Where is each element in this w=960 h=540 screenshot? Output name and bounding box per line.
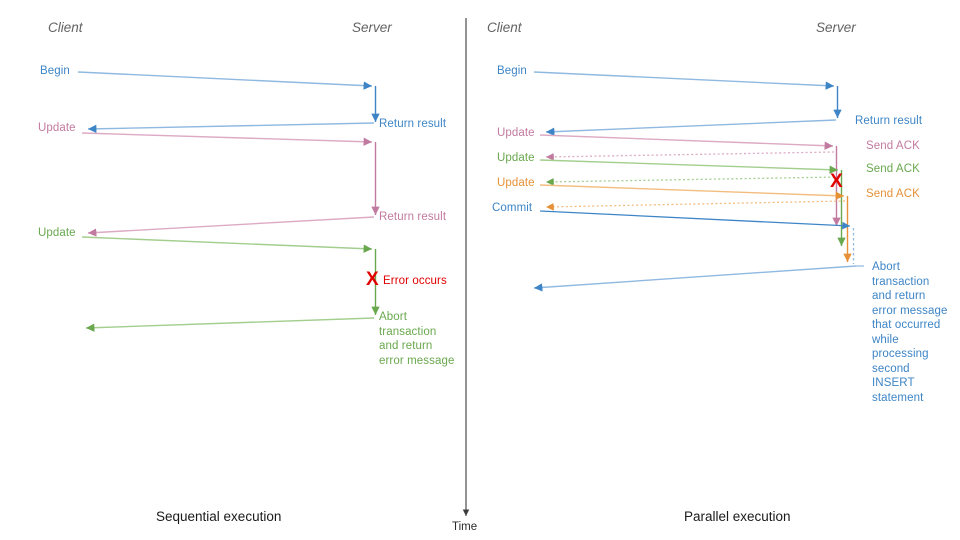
right-client-message-update-1: Update	[497, 127, 535, 139]
right-client-message-commit: Commit	[492, 202, 533, 214]
right-error-x-icon: X	[830, 171, 843, 192]
right-actor-server: Server	[816, 20, 856, 35]
right-actor-client: Client	[487, 20, 522, 35]
right-server-message-abort: Abort transaction and return error messa…	[872, 261, 948, 404]
right-client-message-update-2: Update	[497, 152, 535, 164]
time-axis-label: Time	[452, 521, 478, 533]
right-server-message-return-result: Return result	[855, 115, 923, 127]
right-client-message-update-3: Update	[497, 177, 535, 189]
left-client-message-update-2: Update	[38, 227, 76, 239]
right-panel-caption: Parallel execution	[684, 509, 791, 524]
left-panel-caption: Sequential execution	[156, 509, 282, 524]
left-client-message-update-1: Update	[38, 122, 76, 134]
right-server-message-send-ack-1: Send ACK	[866, 140, 920, 152]
left-server-message-return-result-2: Return result	[379, 211, 447, 223]
left-server-message-return-result-1: Return result	[379, 118, 447, 130]
left-panel-arrows	[77, 71, 380, 332]
left-error-x-icon: X	[366, 269, 379, 290]
right-client-message-begin: Begin	[497, 65, 527, 77]
right-panel-arrows	[533, 71, 864, 292]
right-server-message-send-ack-2: Send ACK	[866, 163, 920, 175]
left-actor-server: Server	[352, 20, 392, 35]
left-server-message-abort: Abort transaction and return error messa…	[379, 311, 455, 367]
left-error-label: Error occurs	[383, 275, 447, 287]
right-server-message-send-ack-3: Send ACK	[866, 188, 920, 200]
left-actor-client: Client	[48, 20, 83, 35]
left-client-message-begin: Begin	[40, 65, 70, 77]
